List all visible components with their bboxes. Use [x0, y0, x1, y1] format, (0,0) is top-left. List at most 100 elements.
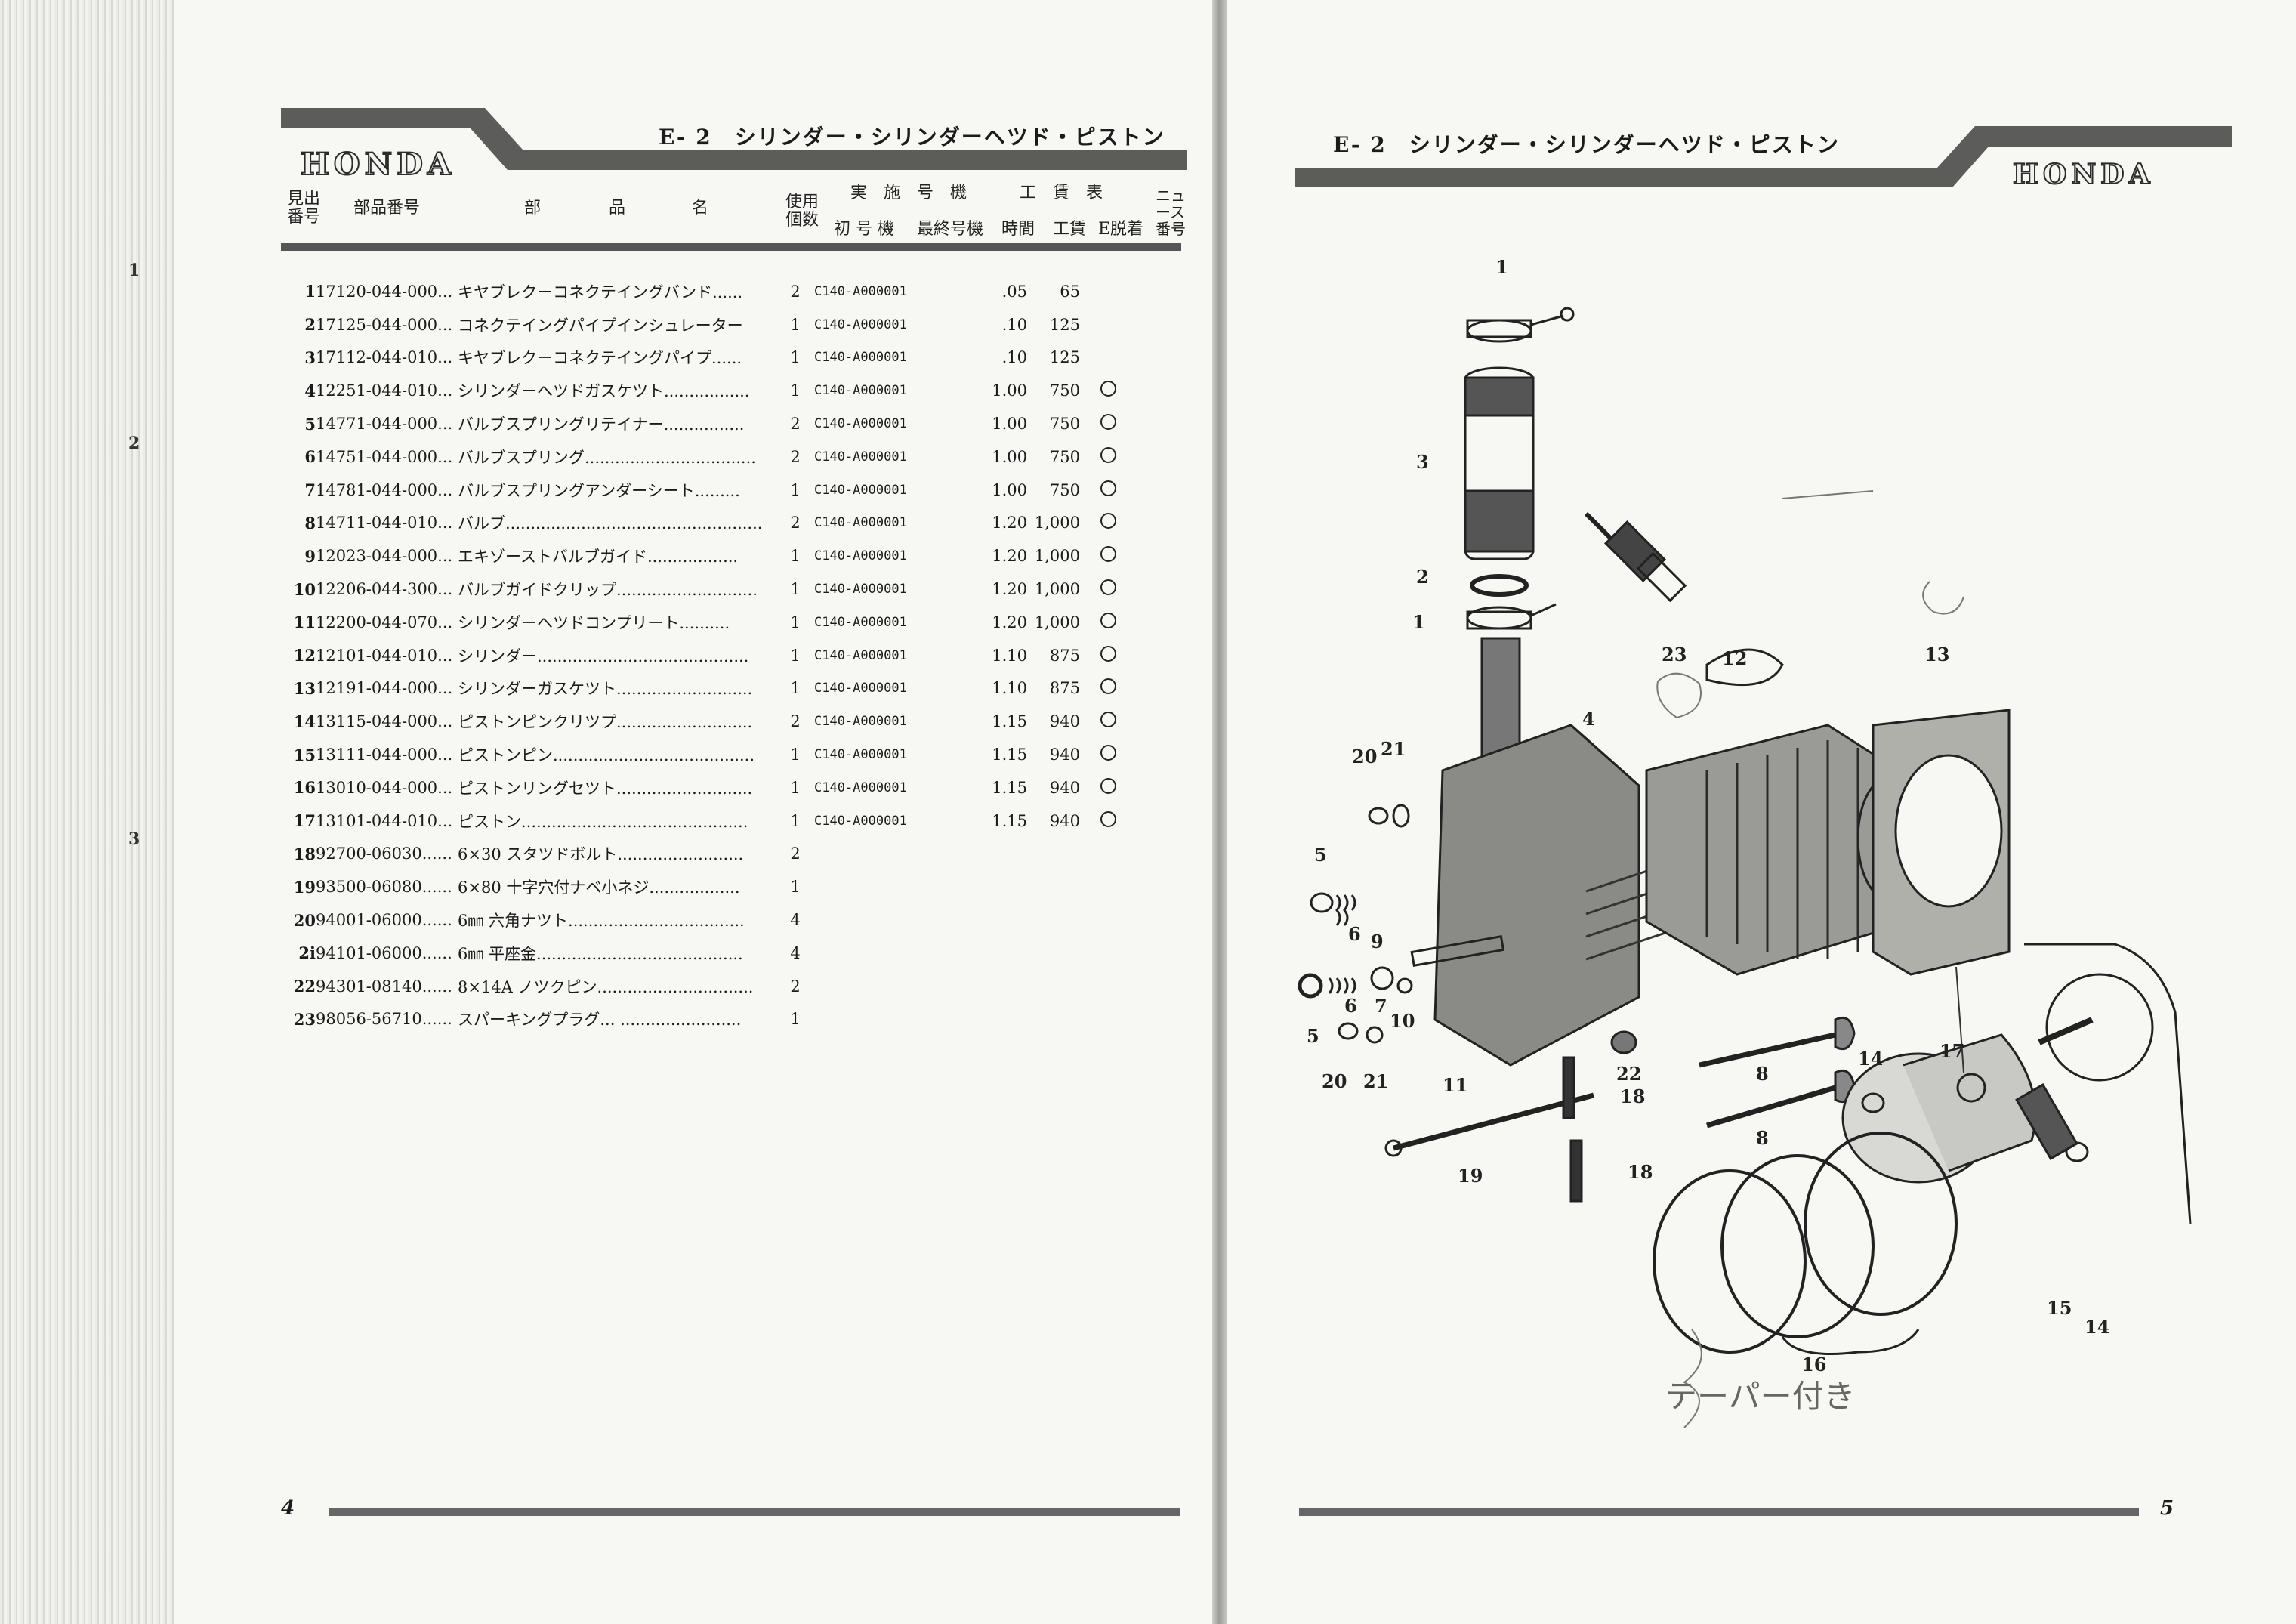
row-quantity: 1: [790, 746, 801, 764]
row-quantity: 2: [790, 977, 801, 996]
header-labor-group: 工 賃 表: [1020, 184, 1103, 202]
row-part-number: 17112-044-010...: [316, 348, 453, 367]
row-part-name: 6㎜ 平座金..................................…: [458, 944, 743, 963]
row-index: 11: [293, 613, 316, 632]
e-removal-mark: [1100, 777, 1116, 794]
e-removal-mark: [1100, 579, 1116, 596]
row-quantity: 4: [790, 911, 801, 930]
callout-16: 16: [1801, 1354, 1826, 1375]
row-quantity: 1: [790, 613, 801, 631]
row-part-number: 12101-044-010...: [316, 646, 453, 665]
row-labor-cost: [1027, 970, 1080, 1003]
row-labor-cost: 125: [1049, 348, 1080, 367]
piston-pin-part: [2015, 1082, 2078, 1161]
row-index: 15: [293, 745, 316, 764]
row-first-serial: C140-A000001: [814, 647, 907, 663]
cylinder-head-part: [1433, 724, 1640, 1067]
row-part-name: キヤブレクーコネクテイングバンド......: [458, 283, 743, 301]
row-part-name: 6×80 十字穴付ナベ小ネジ..................: [458, 878, 740, 897]
insulator-part: [1470, 574, 1529, 597]
row-labor-cost: 750: [1049, 415, 1080, 434]
row-labor-hours: [982, 903, 1027, 937]
row-first-serial: C140-A000001: [814, 449, 907, 465]
e-removal-mark: [1100, 745, 1116, 761]
row-first-serial: [814, 903, 982, 937]
row-index: 18: [293, 844, 316, 863]
callout-20-top: 20: [1352, 746, 1377, 767]
row-labor-cost: 1,000: [1034, 613, 1080, 631]
row-e-removal: [1080, 970, 1136, 1003]
row-part-number: 92700-06030......: [316, 844, 452, 863]
header-last-serial: 最終号機: [917, 220, 984, 239]
row-labor-hours: 1.20: [992, 547, 1027, 566]
callout-2: 2: [1416, 566, 1429, 588]
row-labor-hours: [982, 838, 1027, 871]
e-removal-mark: [1100, 513, 1116, 529]
stud-bolt-1: [1562, 1056, 1575, 1119]
row-part-number: 12191-044-000...: [316, 679, 453, 698]
row-labor-cost: [1027, 1003, 1080, 1036]
row-index: 2: [304, 315, 316, 335]
margin-number: 3: [128, 829, 140, 849]
row-index: 12: [293, 646, 316, 665]
row-part-name: ピストン....................................…: [458, 812, 748, 831]
row-labor-hours: [982, 937, 1027, 970]
callout-15: 15: [2047, 1297, 2072, 1319]
piston-pin-clip-1: [1861, 1092, 1885, 1113]
stud-bolt-2: [1569, 1139, 1583, 1203]
row-labor-hours: .10: [1001, 315, 1027, 334]
callout-23: 23: [1662, 644, 1687, 665]
row-part-number: 13115-044-000...: [316, 712, 453, 731]
e-removal-mark: [1100, 612, 1116, 628]
callout-8-top: 8: [1756, 1063, 1769, 1085]
row-index: 4: [304, 381, 316, 400]
header-band: [281, 108, 1187, 184]
row-labor-cost: [1027, 903, 1080, 937]
footer-rule-right: [1299, 1508, 2139, 1516]
row-index: 13: [293, 678, 316, 698]
row-labor-cost: 1,000: [1034, 514, 1080, 533]
row-labor-cost: 875: [1049, 646, 1080, 665]
callout-8-lower: 8: [1756, 1127, 1769, 1149]
row-quantity: 1: [790, 679, 801, 698]
callout-18-top: 18: [1620, 1085, 1645, 1107]
row-e-removal: [1080, 771, 1136, 804]
e-removal-mark: [1100, 678, 1116, 695]
knock-pin-part: [1610, 1030, 1637, 1054]
row-first-serial: C140-A000001: [814, 780, 907, 795]
row-e-removal: [1080, 275, 1136, 308]
row-quantity: 1: [790, 381, 801, 400]
header-qty: 使用 個数: [785, 193, 819, 230]
row-first-serial: [814, 1003, 982, 1036]
row-index: 1: [304, 282, 316, 301]
callout-4: 4: [1582, 708, 1595, 730]
row-labor-cost: 1,000: [1034, 580, 1080, 599]
row-index: 3: [304, 347, 316, 367]
row-part-number: 12023-044-000...: [316, 547, 453, 566]
row-part-number: 14751-044-000...: [316, 447, 453, 466]
callout-13: 13: [1924, 644, 1949, 665]
honda-logo-right: HONDA: [2012, 158, 2155, 191]
row-part-number: 14711-044-010...: [316, 514, 453, 533]
row-labor-hours: 1.00: [992, 415, 1027, 434]
row-labor-cost: 940: [1049, 712, 1080, 731]
header-rule: [281, 243, 1181, 251]
piston-part: [1841, 1033, 2037, 1184]
row-part-number: 94301-08140......: [316, 977, 452, 996]
row-index: 17: [293, 811, 316, 831]
row-quantity: 1: [790, 1010, 801, 1029]
row-quantity: 2: [790, 415, 801, 434]
e-removal-mark: [1100, 546, 1116, 563]
row-part-number: 94101-06000......: [316, 943, 452, 962]
piston-rings: [1653, 1132, 1958, 1354]
row-labor-cost: 750: [1049, 381, 1080, 400]
callout-6-lower: 6: [1344, 995, 1357, 1017]
row-labor-hours: 1.20: [992, 613, 1027, 631]
